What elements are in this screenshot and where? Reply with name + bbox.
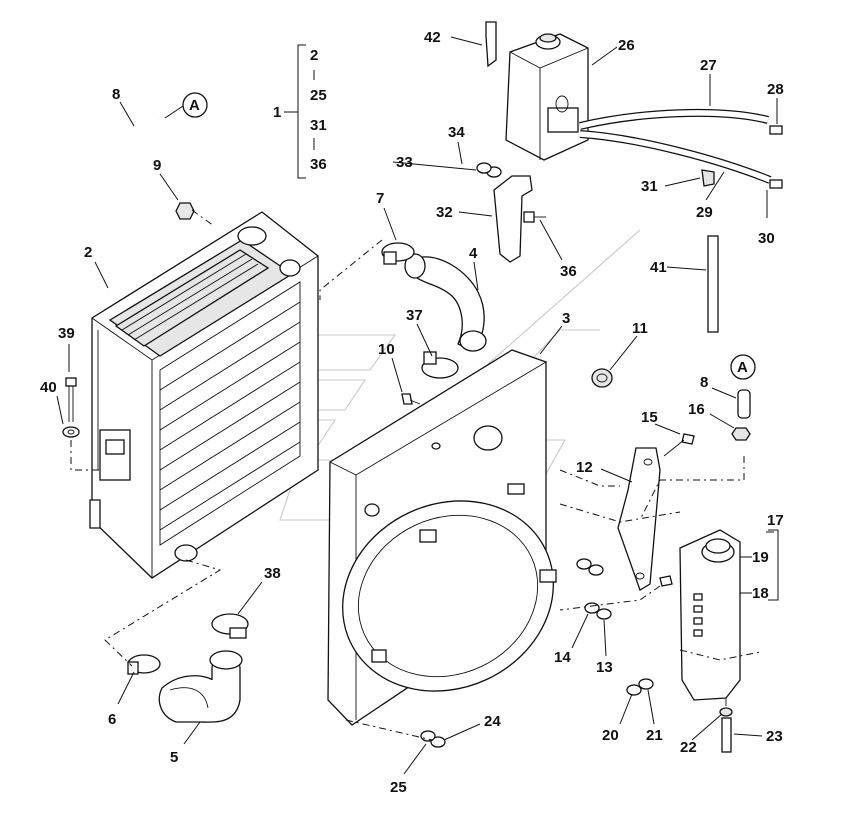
- callout-25: 25: [390, 779, 407, 796]
- callout-11: 11: [632, 320, 648, 337]
- washers-upper-pair: [576, 558, 604, 576]
- nut-16: [731, 427, 751, 441]
- kit-bracket: [284, 44, 315, 179]
- callout-36-kit: 36: [310, 156, 327, 173]
- callout-34: 34: [448, 124, 465, 141]
- callout-39: 39: [58, 325, 75, 342]
- callout-38: 38: [264, 565, 281, 582]
- callout-23: 23: [766, 728, 783, 745]
- ref-a-lower-letter: A: [737, 359, 748, 376]
- clamp-37: [421, 351, 459, 379]
- hose-4-upper-radiator: [404, 253, 487, 352]
- leader-lines: [56, 36, 779, 775]
- washer-25: [420, 730, 436, 742]
- callout-16: 16: [688, 401, 705, 418]
- callout-8-lower: 8: [700, 374, 708, 391]
- callout-30: 30: [758, 230, 775, 247]
- callout-41: 41: [650, 259, 667, 276]
- bolt-36: [523, 211, 546, 223]
- washer-24: [430, 736, 446, 748]
- tube-23: [721, 717, 732, 753]
- washer-14: [584, 602, 600, 614]
- callout-3: 3: [562, 310, 570, 327]
- callout-25-kit: 25: [310, 87, 327, 104]
- bolt-12-lower: [659, 575, 673, 587]
- callout-18: 18: [752, 585, 769, 602]
- callout-42: 42: [424, 29, 441, 46]
- grommet-11: [591, 368, 613, 388]
- callout-36: 36: [560, 263, 577, 280]
- washer-21: [638, 678, 654, 690]
- callout-15: 15: [641, 409, 658, 426]
- reference-circle-a-lower: [730, 354, 756, 380]
- label-strip-41: [707, 235, 719, 333]
- clamp-7: [381, 242, 415, 265]
- callout-21: 21: [646, 727, 663, 744]
- callout-7: 7: [376, 190, 384, 207]
- washer-33: [476, 162, 492, 174]
- clamp-6: [127, 654, 161, 675]
- callout-40: 40: [40, 379, 57, 396]
- bolt-15: [663, 433, 695, 457]
- radiator-core-mesh: [159, 281, 301, 546]
- callout-9: 9: [153, 157, 161, 174]
- clamp-38: [211, 613, 249, 639]
- washer-40: [62, 426, 80, 438]
- callout-5: 5: [170, 749, 178, 766]
- ref-a-upper-letter: A: [189, 97, 200, 114]
- washer-20: [626, 684, 642, 696]
- callout-19: 19: [752, 549, 769, 566]
- callout-37: 37: [406, 307, 423, 324]
- callout-14: 14: [554, 649, 571, 666]
- fitting-28: [769, 125, 783, 135]
- bolt-10: [401, 393, 421, 405]
- hose-8-upper: [102, 115, 162, 242]
- nut-9: [175, 202, 195, 220]
- bracket-32: [493, 175, 533, 263]
- callout-8-upper: 8: [112, 86, 120, 103]
- degas-tank: [505, 33, 589, 161]
- callout-31-kit: 31: [310, 117, 327, 134]
- washer-13: [596, 608, 612, 620]
- callout-26: 26: [618, 37, 635, 54]
- bolt-39: [65, 377, 77, 422]
- callout-31: 31: [641, 178, 658, 195]
- hose-27: [579, 108, 769, 130]
- callout-6: 6: [108, 711, 116, 728]
- hose-5-lower: [158, 650, 243, 723]
- bracket-42: [485, 21, 497, 68]
- callout-10: 10: [378, 341, 395, 358]
- callout-13: 13: [596, 659, 613, 676]
- fan-shroud: [327, 349, 557, 726]
- callout-33: 33: [396, 154, 413, 171]
- callout-22: 22: [680, 739, 697, 756]
- callout-2: 2: [84, 244, 92, 261]
- callout-2-kit: 2: [310, 47, 318, 64]
- callout-17: 17: [767, 512, 784, 529]
- clip-31: [701, 169, 715, 187]
- callout-labels: 2 25 31 36 1 8 A 9 2 39 40 42 26 27 28 3…: [40, 29, 784, 796]
- callout-20: 20: [602, 727, 619, 744]
- callout-24: 24: [484, 713, 501, 730]
- callout-1: 1: [273, 104, 281, 121]
- callout-4: 4: [469, 245, 478, 262]
- callout-32: 32: [436, 204, 453, 221]
- reference-circle-a-upper: [182, 92, 208, 118]
- callout-28: 28: [767, 81, 784, 98]
- callout-29: 29: [696, 204, 713, 221]
- fitting-30: [769, 179, 783, 189]
- bracket-12: [617, 447, 661, 591]
- hose-29: [579, 130, 772, 184]
- clip-22: [719, 707, 733, 717]
- radiator: [89, 211, 319, 579]
- spacer-8b: [737, 389, 751, 419]
- overflow-reservoir: [679, 529, 741, 706]
- callout-12: 12: [576, 459, 593, 476]
- callout-27: 27: [700, 57, 717, 74]
